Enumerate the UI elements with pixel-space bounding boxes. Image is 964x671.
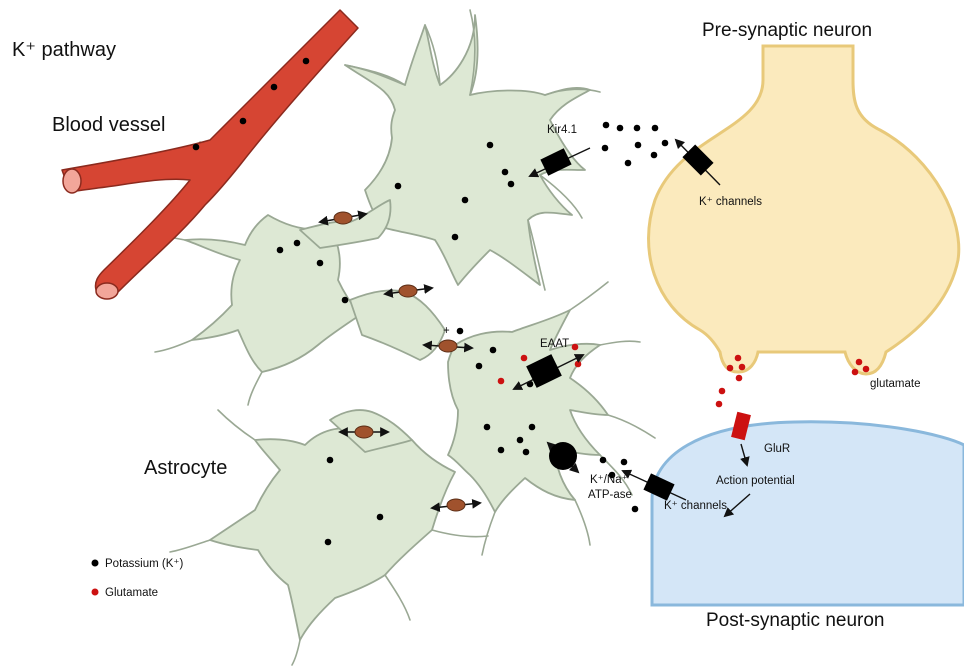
eaat-label: EAAT [540,338,569,350]
kir41-channel [528,147,591,178]
blood-vessel-opening-bottom [95,282,119,300]
action-potential-arrow [723,493,751,518]
astrocyte-bridge-2 [349,289,446,361]
k-na-atpase [546,441,580,474]
k-channels-pre-label: K⁺ channels [699,196,762,208]
post-synaptic-neuron [650,420,964,607]
pre-synaptic-k-channel [674,138,721,186]
legend-glutamate-label: Glutamate [105,587,158,599]
glutamate-release-label: glutamate [870,378,921,390]
legend-glutamate-swatch [91,588,99,596]
post-synaptic-label: Post-synaptic neuron [706,610,885,631]
blood-vessel [61,9,359,300]
astrocyte-cell-upper [344,14,591,286]
gap-junction [383,284,434,298]
k-pathway-title: K⁺ pathway [12,39,116,61]
blood-vessel-opening-left [62,168,82,194]
legend-potassium-label: Potassium (K⁺) [105,558,183,570]
blood-vessel-body [61,9,359,297]
pre-synaptic-neuron [647,44,961,376]
gap-junctions [318,210,482,513]
glur-to-action-arrow [740,443,750,467]
k-channels-post-label: K⁺ channels [664,500,727,512]
action-potential-label: Action potential [716,475,795,487]
eaat-transporter [512,354,585,390]
potassium-ions [192,57,669,546]
gap-junction [338,425,390,439]
plus-sign: + [443,325,450,337]
astrocyte-label: Astrocyte [144,457,227,479]
blood-vessel-label: Blood vessel [52,114,165,136]
legend-potassium-swatch [91,559,99,567]
gap-junction [318,210,368,226]
astrocyte-cell-center [447,309,609,513]
pre-synaptic-label: Pre-synaptic neuron [702,20,872,41]
glur-receptor [731,411,751,441]
gap-junction [422,339,474,353]
atpase-label-line1: K⁺/Na⁺ [590,474,628,486]
glur-label: GluR [764,443,790,455]
post-synaptic-k-channel [621,469,687,501]
legend: Potassium (K⁺) Glutamate [91,558,183,599]
kir41-label: Kir4.1 [547,124,577,136]
atpase-label-line2: ATP-ase [588,489,632,501]
gap-junction [430,498,482,513]
